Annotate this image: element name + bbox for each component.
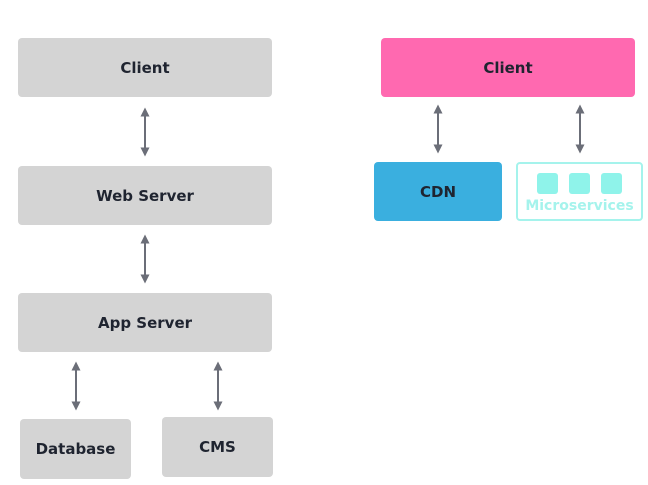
right-client-label: Client [483, 58, 533, 77]
right-client-box: Client [381, 38, 635, 97]
web-server-label: Web Server [96, 186, 194, 205]
service-square-icon [537, 173, 558, 194]
cms-label: CMS [199, 438, 236, 456]
cdn-label: CDN [419, 182, 456, 201]
microservices-icons [537, 173, 622, 194]
app-server-box: App Server [18, 293, 272, 352]
web-server-box: Web Server [18, 166, 272, 225]
service-square-icon [569, 173, 590, 194]
service-square-icon [601, 173, 622, 194]
microservices-label: Microservices [525, 198, 634, 214]
left-client-label: Client [120, 58, 170, 77]
database-label: Database [35, 440, 116, 458]
cdn-box: CDN [374, 162, 502, 221]
left-client-box: Client [18, 38, 272, 97]
cms-box: CMS [162, 417, 273, 477]
microservices-box: Microservices [516, 162, 643, 221]
app-server-label: App Server [97, 313, 193, 332]
database-box: Database [20, 419, 131, 479]
